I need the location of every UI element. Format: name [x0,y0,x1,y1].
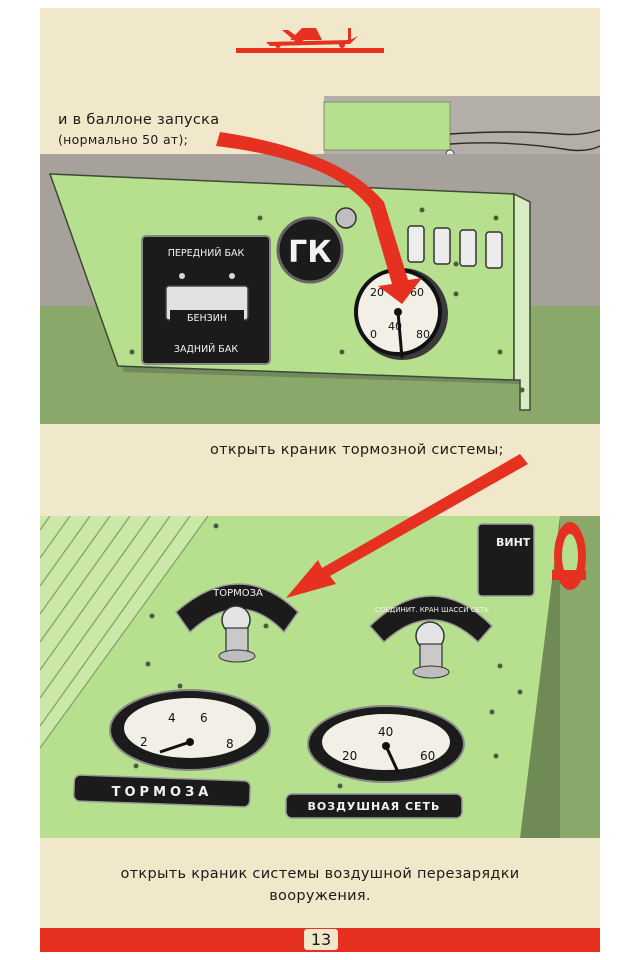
bottom-illustration: ВИНТ ТОРМОЗА СОЕДИНИТ. КРАН ШАССИ СЕТЬ [40,516,600,838]
brakes-nameplate: ТОРМОЗА [73,774,251,808]
brake-pressure-gauge: 2 4 6 8 [109,689,271,771]
air-gauge-tick-20: 20 [342,749,357,763]
upper-green-panel [323,101,451,151]
caption-top: и в баллоне запуска (нормально 50 ат); [58,112,219,147]
brake-valve-label: ТОРМОЗА [212,588,263,599]
vint-plate: ВИНТ [477,523,535,597]
connecting-valve-label: СОЕДИНИТ. КРАН ШАССИ СЕТЬ [375,606,489,614]
fuel-front-tank-label: ПЕРЕДНИЙ БАК [168,247,245,259]
caption-bottom: открыть краник системы воздушной перезар… [40,863,600,907]
caption-bottom-line2: вооружения. [269,888,371,904]
brake-gauge-tick-4: 4 [168,711,176,725]
air-network-nameplate-label: ВОЗДУШНАЯ СЕТЬ [308,800,441,813]
brake-gauge-tick-8: 8 [226,737,234,751]
caption-top-line2: (нормально 50 ат); [58,132,189,147]
caption-middle: открыть краник тормозной системы; [210,442,504,458]
gk-knob[interactable]: ГК [276,207,357,284]
gauge-tick-80: 80 [416,328,430,341]
pointer-arrow-top [216,132,422,304]
brake-gauge-tick-6: 6 [200,711,208,725]
page-number: 13 [304,929,338,950]
chassis-connecting-valve[interactable]: СОЕДИНИТ. КРАН ШАССИ СЕТЬ [368,595,494,679]
gauge-tick-60: 60 [410,286,424,299]
air-system-gauge: 20 40 60 [307,705,465,783]
fuse-holders [407,225,503,269]
air-gauge-tick-60: 60 [420,749,435,763]
gauge-tick-20: 20 [370,286,384,299]
caption-bottom-line1: открыть краник системы воздушной перезар… [120,866,520,882]
gk-label: ГК [288,235,332,270]
fuel-selector-plate: ПЕРЕДНИЙ БАК БЕНЗИН ЗАДНИЙ БАК [141,235,271,365]
instrument-panel [48,173,515,381]
vint-label: ВИНТ [496,536,531,549]
gauge-tick-0: 0 [370,328,377,341]
airplane-emblem-icon [236,28,384,53]
fuel-switch-label: БЕНЗИН [187,313,227,324]
air-network-nameplate: ВОЗДУШНАЯ СЕТЬ [285,793,463,819]
brakes-nameplate-label: ТОРМОЗА [112,785,213,800]
caption-top-line1: и в баллоне запуска [58,112,220,128]
top-illustration: ПЕРЕДНИЙ БАК БЕНЗИН ЗАДНИЙ БАК ГК 0 20 4… [40,96,600,424]
book-page: и в баллоне запуска (нормально 50 ат); П… [40,8,600,952]
pointer-arrow-bottom [286,454,528,598]
start-cylinder-pressure-gauge: 0 20 40 60 80 [354,268,448,360]
brake-valve[interactable]: ТОРМОЗА [174,583,299,663]
air-gauge-tick-40: 40 [378,725,393,739]
red-handle [552,522,586,590]
brake-gauge-tick-2: 2 [140,735,148,749]
fuel-rear-tank-label: ЗАДНИЙ БАК [174,343,238,355]
